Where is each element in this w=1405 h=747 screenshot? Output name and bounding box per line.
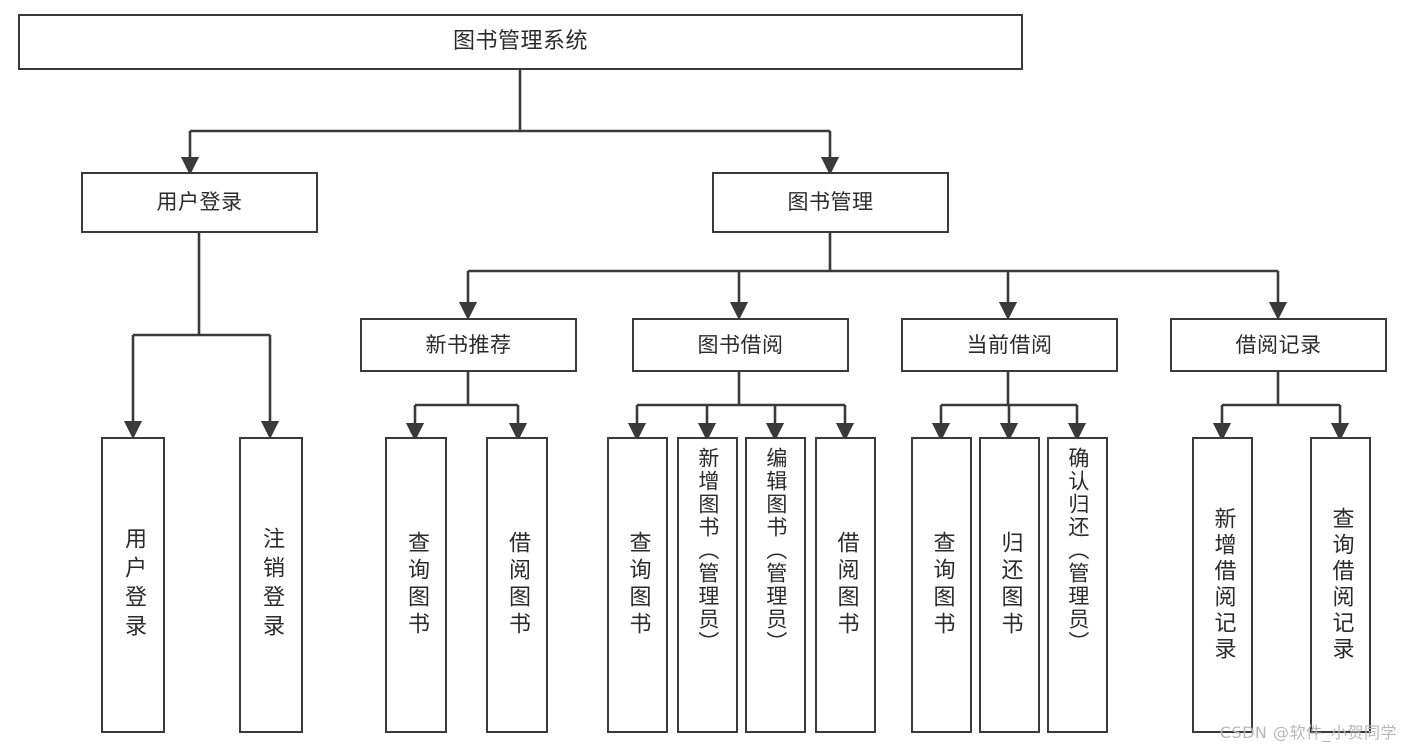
node-book-management[interactable]: 图书管理 — [712, 172, 949, 233]
watermark: CSDN @软件_小贺同学 — [1219, 723, 1397, 742]
node-label: 借阅图书 — [504, 531, 530, 639]
node-label: 确认归还（管理员） — [1065, 447, 1090, 654]
node-label: 图书管理 — [787, 190, 874, 215]
node-label: 借阅图书 — [833, 531, 859, 639]
node-current-borrowing[interactable]: 当前借阅 — [901, 318, 1118, 372]
node-label: 当前借阅 — [966, 332, 1053, 357]
node-label: 查询图书 — [929, 531, 955, 639]
node-label: 图书借阅 — [697, 332, 784, 357]
leaf-query-book-current[interactable]: 查询图书 — [911, 437, 972, 733]
leaf-borrow-book-borrowing[interactable]: 借阅图书 — [815, 437, 876, 733]
node-label: 用户登录 — [120, 527, 146, 643]
node-borrowing-record[interactable]: 借阅记录 — [1170, 318, 1387, 372]
node-label: 图书管理系统 — [452, 29, 588, 55]
leaf-edit-book-admin[interactable]: 编辑图书（管理员） — [745, 437, 806, 733]
leaf-query-book-recommendation[interactable]: 查询图书 — [385, 437, 447, 733]
node-book-borrowing[interactable]: 图书借阅 — [632, 318, 849, 372]
node-label: 归还图书 — [997, 531, 1023, 639]
node-new-book-recommendation[interactable]: 新书推荐 — [360, 318, 577, 372]
leaf-user-login[interactable]: 用户登录 — [101, 437, 165, 733]
node-label: 查询图书 — [625, 531, 651, 639]
leaf-return-book[interactable]: 归还图书 — [979, 437, 1040, 733]
node-label: 编辑图书（管理员） — [763, 447, 788, 654]
leaf-query-borrowing-record[interactable]: 查询借阅记录 — [1310, 437, 1371, 733]
node-label: 新增图书（管理员） — [695, 447, 720, 654]
leaf-add-borrowing-record[interactable]: 新增借阅记录 — [1192, 437, 1253, 733]
node-user-login[interactable]: 用户登录 — [81, 172, 318, 233]
leaf-confirm-return-admin[interactable]: 确认归还（管理员） — [1047, 437, 1108, 733]
leaf-query-book-borrowing[interactable]: 查询图书 — [607, 437, 668, 733]
leaf-add-book-admin[interactable]: 新增图书（管理员） — [677, 437, 738, 733]
leaf-borrow-book-recommendation[interactable]: 借阅图书 — [486, 437, 548, 733]
node-label: 注销登录 — [258, 527, 284, 643]
node-label: 新增借阅记录 — [1210, 507, 1236, 663]
node-label: 查询借阅记录 — [1328, 507, 1354, 663]
leaf-logout[interactable]: 注销登录 — [239, 437, 303, 733]
node-label: 查询图书 — [403, 531, 429, 639]
node-label: 借阅记录 — [1235, 332, 1322, 357]
node-label: 用户登录 — [156, 190, 243, 215]
node-label: 新书推荐 — [425, 332, 512, 357]
node-root-book-management-system[interactable]: 图书管理系统 — [18, 14, 1023, 70]
